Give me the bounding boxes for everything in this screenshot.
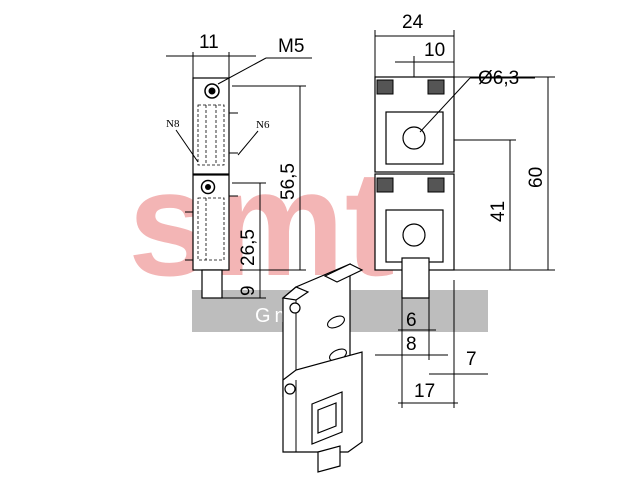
isometric-view xyxy=(281,263,364,473)
dim-base-width: 17 xyxy=(414,381,435,402)
dim-front-height-total: 60 xyxy=(526,167,547,188)
dim-side-height-bottom: 9 xyxy=(238,285,259,296)
side-view-pin xyxy=(201,269,223,299)
label-n6: N6 xyxy=(256,119,270,131)
front-view: 24 10 Ø6,3 60 41 6 8 7 17 xyxy=(374,12,555,408)
label-n8: N8 xyxy=(166,118,180,130)
front-view-pin xyxy=(401,257,430,299)
dim-front-width-inner: 10 xyxy=(424,40,445,61)
dim-front-width-total: 24 xyxy=(402,12,424,33)
dim-front-height-lower: 41 xyxy=(488,201,509,222)
watermark-logo: smt xyxy=(128,139,395,307)
front-hole-upper xyxy=(402,126,426,150)
iso-screw-top xyxy=(289,302,301,314)
dim-side-height-mid: 26,5 xyxy=(238,229,259,266)
dim-side-width: 11 xyxy=(199,32,219,53)
dim-pin-width: 6 xyxy=(406,310,417,331)
front-hole-lower xyxy=(402,223,426,247)
dim-offset: 7 xyxy=(466,349,477,370)
iso-screw-bottom xyxy=(284,383,296,395)
dim-hole-diameter: Ø6,3 xyxy=(478,68,519,89)
side-view: 11 M5 N8 N6 56,5 26,5 9 xyxy=(166,32,312,299)
dim-thread: M5 xyxy=(278,36,304,57)
dim-pin-outer: 8 xyxy=(406,334,417,355)
iso-pin xyxy=(317,445,341,473)
dim-side-height-total: 56,5 xyxy=(278,163,299,200)
